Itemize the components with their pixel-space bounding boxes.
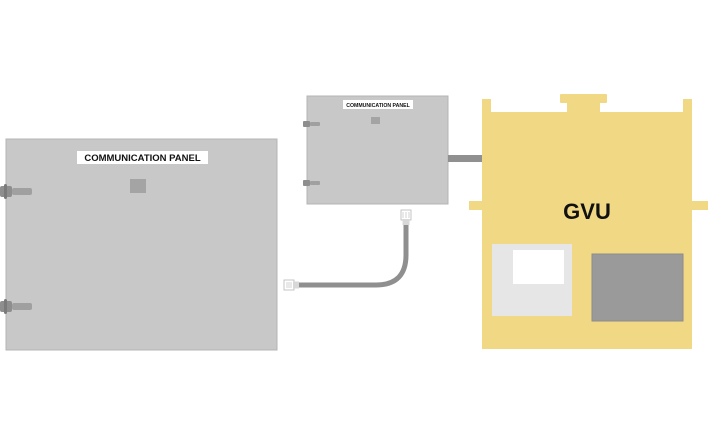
small-panel-label: COMMUNICATION PANEL [346,103,410,109]
cable-line [293,219,409,288]
small-panel-hinge-bottom [303,180,320,186]
gvu-top-flange-neck [567,102,600,114]
large-panel-body [5,138,278,351]
gvu-label: GVU [563,199,611,224]
gvu-unit: GVU [469,94,708,349]
small-communication-panel: COMMUNICATION PANEL [303,95,449,205]
large-panel-hinge-top [0,184,32,199]
cable-connector-left [283,279,299,291]
gvu-side-tab-left [469,201,484,210]
large-panel-module [130,179,146,193]
large-panel-label-plate [77,151,208,164]
comm-cable [283,209,412,291]
gvu-dark-panel [591,253,684,322]
gvu-screen [513,250,564,284]
gvu-ear-right [683,99,692,115]
gvu-ear-left [482,99,491,115]
small-panel-module [371,117,380,124]
small-panel-body [306,95,449,205]
gvu-side-tab-right [690,201,708,210]
large-panel-hinge-bottom [0,299,32,314]
cable-connector-top [400,209,412,225]
small-panel-label-plate [343,100,413,109]
gvu-top-flange-cap [560,94,607,103]
small-panel-hinge-top [303,121,320,127]
panel-to-gvu-conduit [448,155,484,162]
large-panel-label: COMMUNICATION PANEL [84,153,200,164]
large-communication-panel: COMMUNICATION PANEL [0,138,278,351]
